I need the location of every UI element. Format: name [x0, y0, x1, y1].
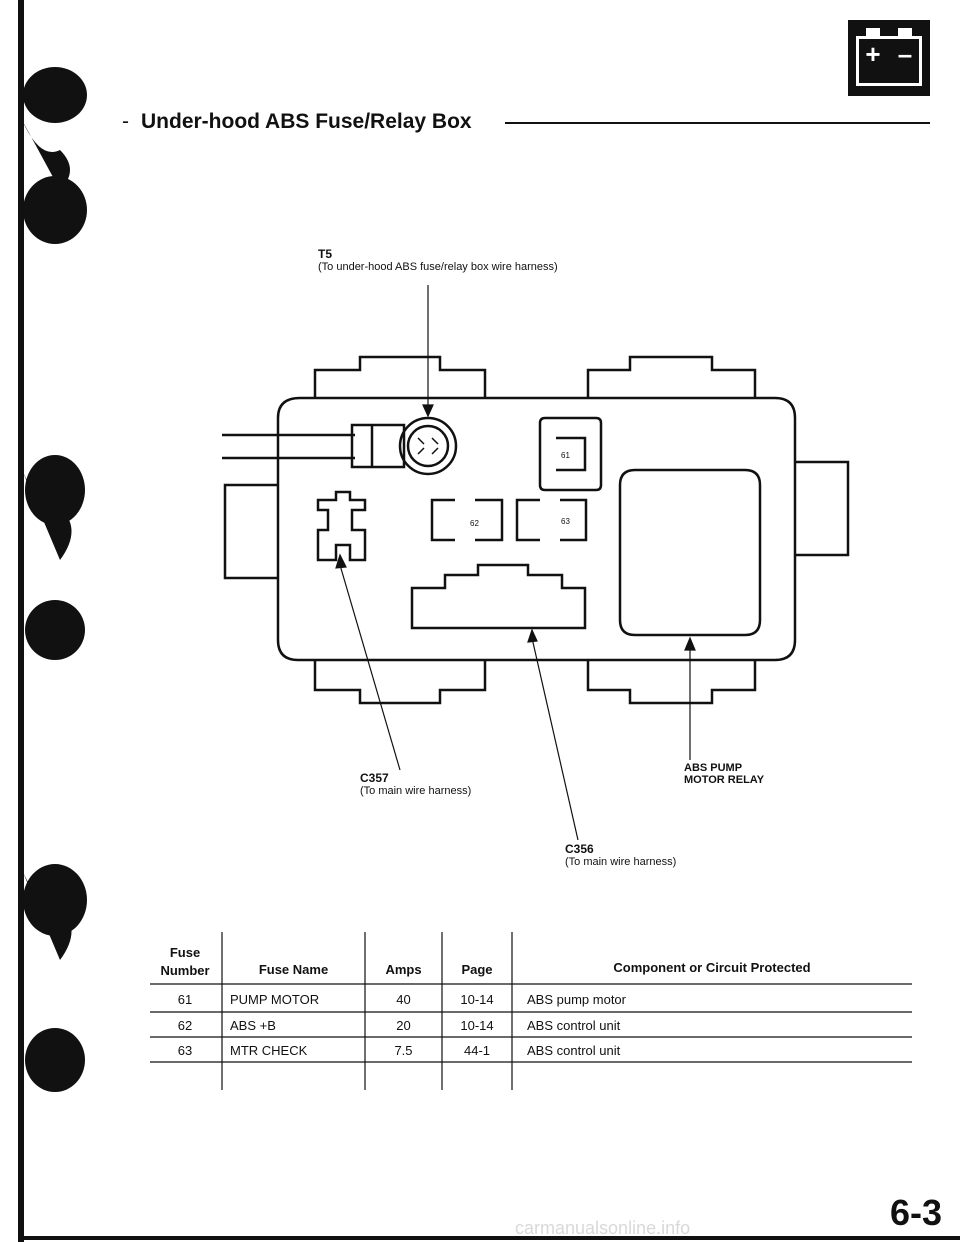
row-amps: 7.5 — [394, 1043, 413, 1058]
row-amps: 40 — [396, 992, 411, 1007]
t5-desc: (To under-hood ABS fuse/relay box wire h… — [318, 261, 558, 273]
row-fuse-number: 62 — [177, 1018, 193, 1033]
row-component: ABS control unit — [527, 1018, 621, 1033]
header-component: Component or Circuit Protected — [613, 960, 811, 975]
row-fuse-name: ABS +B — [230, 1018, 276, 1033]
t5-callout: T5 (To under-hood ABS fuse/relay box wir… — [318, 248, 558, 273]
row-component: ABS pump motor — [527, 992, 626, 1007]
bottom-rule — [20, 1236, 960, 1240]
fuse-62-label: 62 — [470, 519, 479, 528]
row-fuse-name: MTR CHECK — [230, 1043, 308, 1058]
header-fuse-line-2: Number — [160, 963, 210, 978]
header-fuse-name: Fuse Name — [258, 962, 329, 977]
row-component: ABS control unit — [527, 1043, 621, 1058]
row-amps: 20 — [396, 1018, 411, 1033]
header-amps: Amps — [385, 962, 422, 977]
relay-line-2: MOTOR RELAY — [684, 774, 765, 786]
fuse-63-label: 63 — [561, 517, 570, 526]
c357-code: C357 — [360, 771, 389, 785]
row-fuse-name: PUMP MOTOR — [230, 992, 320, 1007]
battery-icon: + – — [848, 20, 930, 96]
row-fuse-number: 61 — [177, 992, 193, 1007]
fuse-61-label: 61 — [561, 451, 570, 460]
row-page: 10-14 — [460, 992, 494, 1007]
row-page: 44-1 — [463, 1043, 491, 1058]
t5-code: T5 — [318, 247, 333, 261]
title-dash: - — [122, 110, 129, 133]
header-fuse-number: Fuse Number — [150, 944, 220, 980]
title-rule — [505, 122, 930, 124]
row-page: 10-14 — [460, 1018, 494, 1033]
battery-minus-icon: – — [897, 39, 913, 69]
c356-code: C356 — [565, 842, 594, 856]
header-page: Page — [461, 962, 493, 977]
watermark: carmanualsonline.info — [515, 1218, 691, 1238]
c357-desc: (To main wire harness) — [360, 785, 472, 797]
battery-plus-icon: + — [865, 39, 881, 69]
title-text: Under-hood ABS Fuse/Relay Box — [141, 110, 472, 133]
c357-callout: C357 (To main wire harness) — [360, 772, 471, 797]
header-fuse-line-1: Fuse — [169, 945, 201, 960]
c356-callout: C356 (To main wire harness) — [565, 843, 676, 868]
row-fuse-number: 63 — [177, 1043, 193, 1058]
c356-desc: (To main wire harness) — [565, 856, 677, 868]
page-title: -Under-hood ABS Fuse/Relay Box — [122, 110, 472, 134]
page-number: 6-3 — [889, 1192, 942, 1233]
relay-callout: ABS PUMP MOTOR RELAY — [684, 762, 764, 786]
relay-line-1: ABS PUMP — [684, 762, 743, 774]
